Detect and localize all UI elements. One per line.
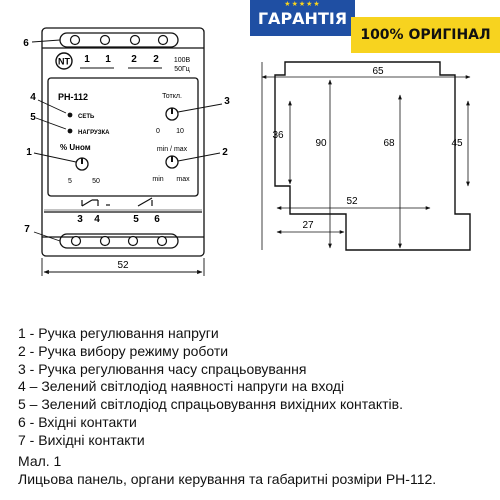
callout-3: 3 [224,96,230,107]
dim-65: 65 [372,66,384,77]
rating-voltage: 100В [174,57,191,64]
guarantee-stars: ★★★★★ [284,1,321,8]
guarantee-badge [250,0,355,36]
panel-width-value: 52 [117,260,129,271]
input-terminal-screws [69,34,169,46]
dim-45: 45 [451,138,463,149]
time-knob[interactable] [165,107,179,121]
load-led [67,128,73,134]
callout-1: 1 [26,147,32,158]
voltage-knob[interactable] [75,157,89,171]
mode-knob[interactable] [165,155,179,169]
legend-item-6: 6 - Вхідні контакти [18,413,137,430]
original-badge-text: 100% ОРИГІНАЛ [360,27,491,43]
figure-caption: Мал. 1 Лицьова панель, органи керування … [18,453,498,488]
legend-item-3: 3 - Ручка регулювання часу спрацьовуванн… [18,360,307,377]
legend-item-2: 2 - Ручка вибору режиму роботи [18,342,229,359]
output-contact-symbols [81,197,153,207]
dim-36: 36 [272,130,284,141]
svg-text:2: 2 [153,54,159,65]
time-scale-min: 0 [156,128,160,135]
legend: 1 - Ручка регулювання напруги 2 - Ручка … [18,325,498,450]
front-panel [41,27,205,257]
dim-27: 27 [302,220,314,231]
dim-68: 68 [383,138,395,149]
voltage-knob-label: % Uном [60,143,91,152]
model-label: РН-112 [58,92,88,102]
figure-label: Мал. 1 [18,453,62,469]
panel-width-dimension [41,258,205,276]
svg-text:4: 4 [94,214,100,225]
network-led [67,112,73,118]
legend-item-5: 5 – Зелений світлодіод спрацьовування ви… [18,396,403,413]
profile-dimension-values: 65 36 90 68 45 52 27 [272,66,463,231]
svg-text:1: 1 [84,54,90,65]
mode-scale-max: max [176,176,190,183]
callout-7: 7 [24,224,30,235]
svg-text:6: 6 [154,214,160,225]
time-scale-max: 10 [176,128,184,135]
mode-knob-label: min / max [157,146,188,153]
voltage-scale-min: 5 [68,178,72,185]
original-badge [351,17,500,53]
side-profile [274,61,471,251]
svg-text:5: 5 [133,214,139,225]
callouts [31,39,223,242]
callout-5: 5 [30,112,36,123]
legend-item-1: 1 - Ручка регулювання напруги [18,325,219,341]
callout-numbers: 6 4 5 1 3 2 7 [23,38,230,235]
dim-90: 90 [315,138,327,149]
output-terminal-labels: 3 4 5 6 [77,214,160,225]
input-terminal-labels: 1 1 2 2 [84,54,159,65]
svg-text:NT: NT [58,57,70,67]
profile-dimensions [261,62,471,250]
brand-logo: NT [55,52,73,70]
svg-text:3: 3 [77,214,83,225]
voltage-scale-max: 50 [92,178,100,185]
svg-text:2: 2 [131,54,137,65]
callout-6: 6 [23,38,29,49]
figure-caption-text: Лицьова панель, органи керування та габа… [18,470,437,487]
callout-2: 2 [222,147,228,158]
legend-item-4: 4 – Зелений світлодіод наявності напруги… [18,378,345,395]
dim-52: 52 [346,196,358,207]
mode-scale-min: min [152,176,163,183]
guarantee-badge-text: ГАРАНТІЯ [257,9,348,28]
load-led-label: НАГРУЗКА [78,130,110,136]
time-knob-label: Тоткл. [162,93,182,100]
rating-frequency: 50Гц [174,66,190,73]
network-led-label: СЕТЬ [78,114,95,120]
legend-item-7: 7 - Вихідні контакти [18,431,145,448]
svg-text:1: 1 [105,54,111,65]
output-terminal-screws [70,235,168,247]
callout-4: 4 [30,92,36,103]
